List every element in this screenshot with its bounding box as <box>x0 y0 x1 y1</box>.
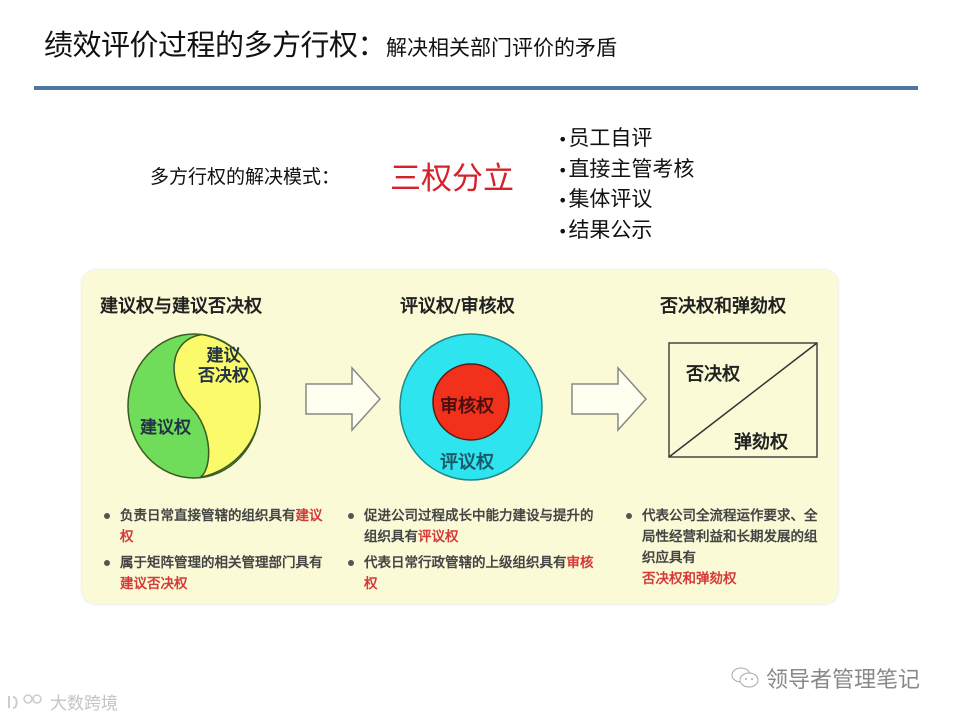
column-title-veto: 否决权和弹劾权 <box>660 296 786 317</box>
yin-yang-yellow-label: 建议 否决权 <box>198 346 249 386</box>
notes-column-2: 促进公司过程成长中能力建设与提升的组织具有评议权 代表日常行政管辖的上级组织具有… <box>346 506 604 600</box>
note-item: 代表日常行政管辖的上级组织具有审核权 <box>346 553 604 595</box>
logo-icon <box>8 693 42 709</box>
column-title-suggestion: 建议权与建议否决权 <box>100 296 262 317</box>
notes-column-1: 负责日常直接管辖的组织具有建议权 属于矩阵管理的相关管理部门具有建议否决权 <box>102 506 332 600</box>
bullet-item: 结果公示 <box>558 216 694 247</box>
arrow-right-icon <box>571 366 648 432</box>
note-item: 促进公司过程成长中能力建设与提升的组织具有评议权 <box>346 506 604 548</box>
column-title-review: 评议权/审核权 <box>400 296 515 317</box>
arrow-right-icon <box>305 366 382 432</box>
note-item: 负责日常直接管辖的组织具有建议权 <box>102 506 332 548</box>
mode-label: 多方行权的解决模式： <box>150 166 341 188</box>
watermark-right: 领导者管理笔记 <box>730 662 920 694</box>
yin-yang-icon <box>127 333 261 479</box>
watermark-right-text: 领导者管理笔记 <box>766 668 921 693</box>
bullet-item: 集体评议 <box>558 185 694 216</box>
split-box-bottom-label: 弹劾权 <box>734 432 788 453</box>
watermark-left: 大数跨境 <box>6 689 118 714</box>
title-main: 绩效评价过程的多方行权： <box>44 28 387 62</box>
title-divider <box>34 86 918 90</box>
bullet-item: 员工自评 <box>558 124 694 155</box>
wechat-icon <box>731 667 759 688</box>
bullet-item: 直接主管考核 <box>558 155 694 186</box>
mode-value: 三权分立 <box>390 161 514 197</box>
watermark-left-text: 大数跨境 <box>50 694 118 714</box>
inner-circle-label: 审核权 <box>440 396 494 417</box>
concentric-circles-icon <box>399 333 543 481</box>
three-powers-panel: 建议权与建议否决权 建议 否决权 建议权 评议权/审核权 审核权 评议权 否决权… <box>82 270 838 604</box>
note-item: 属于矩阵管理的相关管理部门具有建议否决权 <box>102 553 332 595</box>
mode-bullet-list: 员工自评 直接主管考核 集体评议 结果公示 <box>558 124 694 246</box>
page-title: 绩效评价过程的多方行权：解决相关部门评价的矛盾 <box>44 22 617 64</box>
notes-column-3: 代表公司全流程运作要求、全局性经营利益和长期发展的组织应具有否决权和弹劾权 <box>624 506 824 595</box>
note-item: 代表公司全流程运作要求、全局性经营利益和长期发展的组织应具有否决权和弹劾权 <box>624 506 824 590</box>
split-box-icon <box>668 342 818 458</box>
outer-circle-label: 评议权 <box>440 452 494 473</box>
title-sub: 解决相关部门评价的矛盾 <box>386 36 618 60</box>
yin-yang-green-label: 建议权 <box>140 418 191 438</box>
split-box-top-label: 否决权 <box>686 364 740 385</box>
